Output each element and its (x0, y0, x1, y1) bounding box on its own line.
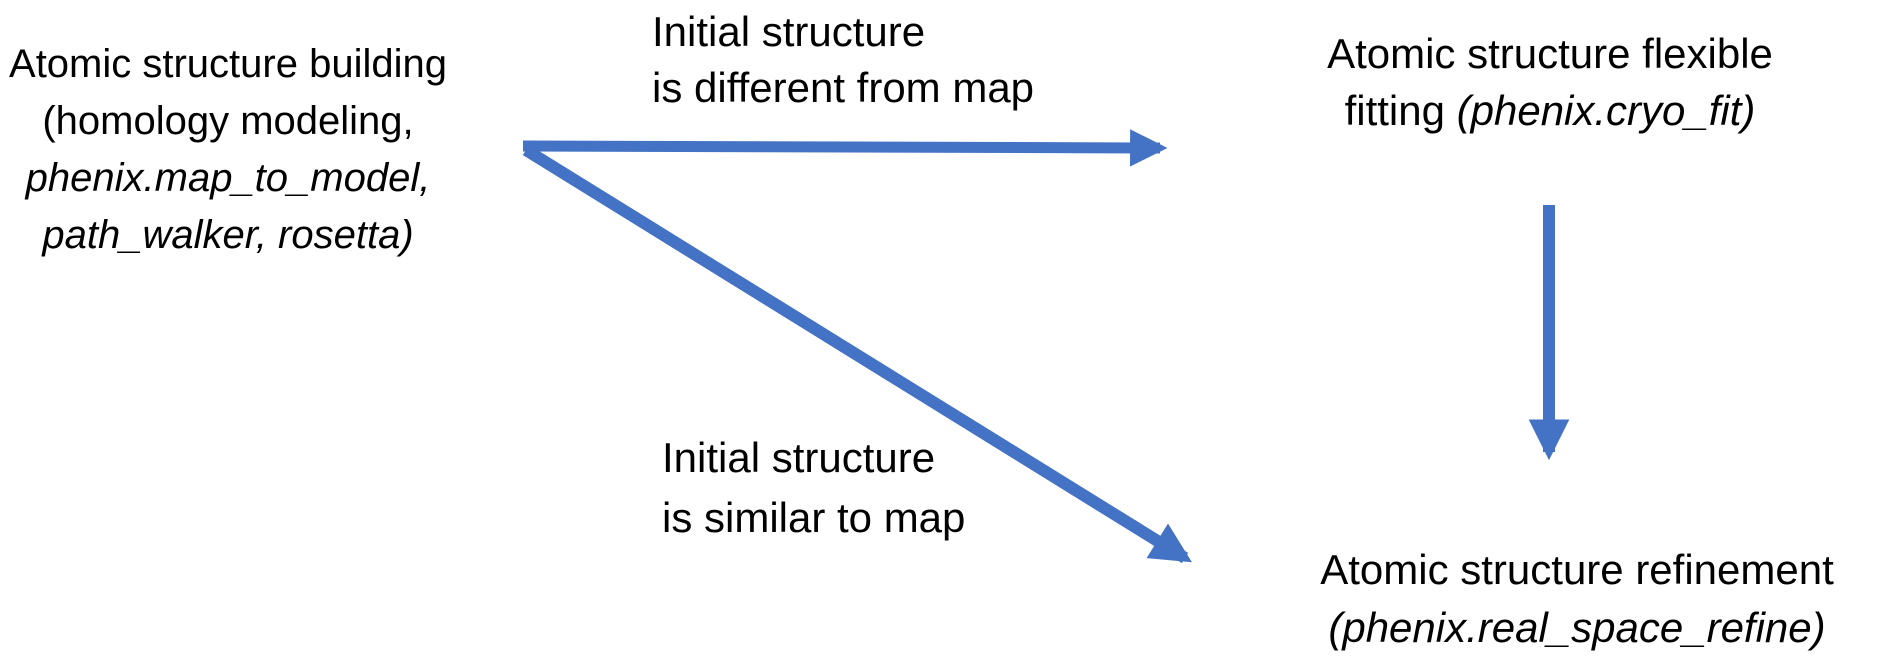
node-refinement-line-1: Atomic structure refinement (1320, 546, 1834, 593)
condition-similar-line-1: Initial structure (662, 434, 936, 481)
node-refinement-line-2: (phenix.real_space_refine) (1328, 604, 1826, 651)
condition-label-similar-to-map: Initial structure is similar to map (662, 428, 965, 548)
node-building-line-3: phenix.map_to_model, (25, 156, 431, 200)
node-fitting-line-2: fitting (phenix.cryo_fit) (1250, 82, 1850, 139)
node-building-line-4: path_walker, rosetta) (42, 213, 414, 257)
node-fitting-line-1: Atomic structure flexible (1327, 30, 1773, 77)
node-building-line-1: Atomic structure building (9, 42, 447, 86)
node-atomic-structure-refinement: Atomic structure refinement (phenix.real… (1277, 541, 1877, 657)
node-fitting-line-2-italic: (phenix.cryo_fit) (1456, 87, 1756, 134)
condition-different-line-1: Initial structure (652, 8, 926, 55)
node-atomic-structure-building: Atomic structure building (homology mode… (0, 36, 456, 264)
condition-different-line-2: is different from map (652, 64, 1035, 111)
node-atomic-structure-flexible-fitting: Atomic structure flexible fitting (pheni… (1250, 25, 1850, 139)
node-fitting-line-2-regular: fitting (1344, 87, 1457, 134)
node-building-line-2: (homology modeling, (42, 99, 414, 143)
condition-similar-line-2: is similar to map (662, 494, 966, 541)
condition-label-different-from-map: Initial structure is different from map (652, 4, 1034, 116)
arrow-building-to-refinement (522, 144, 1192, 564)
arrow-building-to-fitting (522, 129, 1168, 167)
